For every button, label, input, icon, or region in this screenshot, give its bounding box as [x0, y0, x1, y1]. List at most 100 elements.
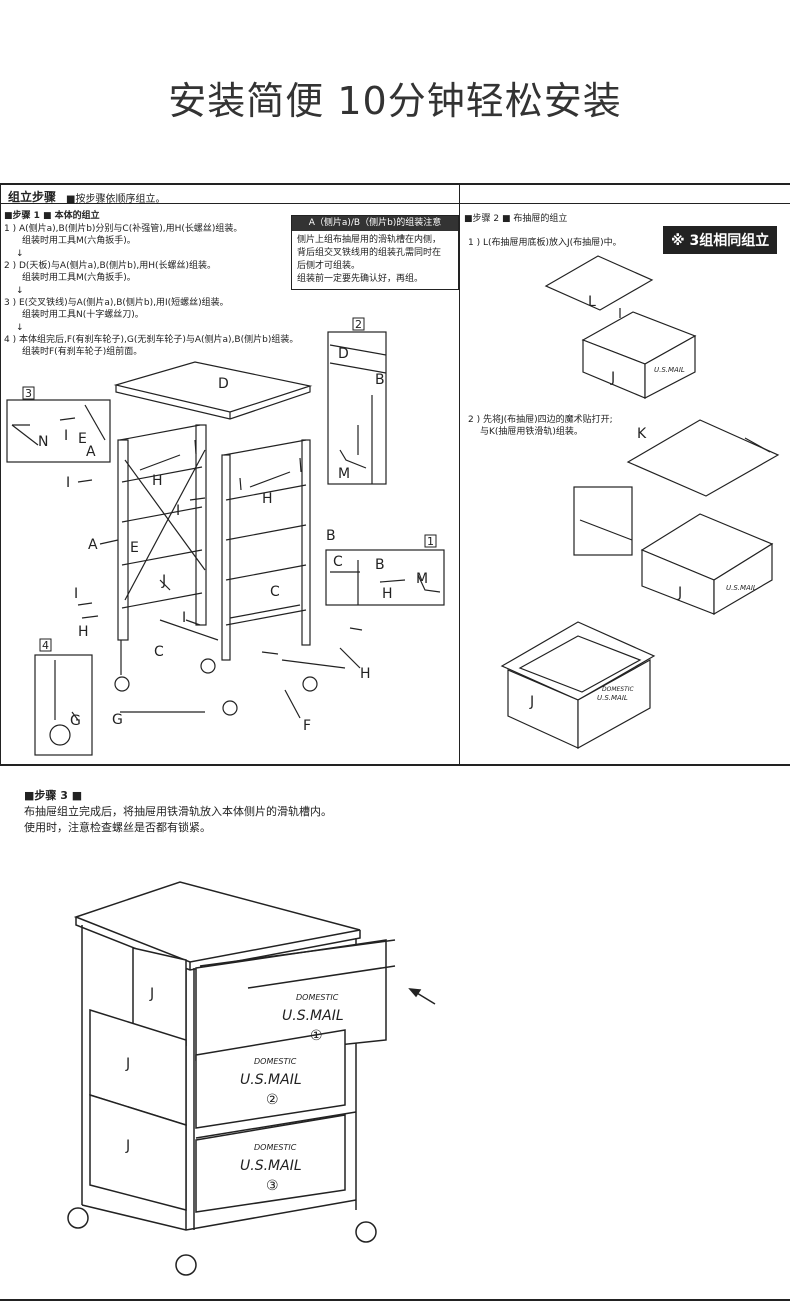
assembly-note-line: 侧片上组布抽屉用的滑轨槽在内侧，	[297, 235, 442, 245]
step1-line-5: 3 ) E(交叉铁线)与A(侧片a),B(侧片b),用I(短螺丝)组装。	[4, 298, 229, 308]
page-title: 安装简便 10分钟轻松安装	[168, 79, 622, 123]
label-j: J	[529, 694, 534, 710]
drawer-number: ①	[310, 1028, 323, 1044]
step3-title: ■步骤 3 ■	[24, 789, 83, 802]
top-divider	[0, 183, 790, 185]
label-j: J	[125, 1056, 130, 1072]
step1-line-8: 组装时F(有刹车轮子)组前面。	[22, 347, 143, 357]
label-i: I	[74, 586, 78, 602]
label-a: A	[86, 444, 96, 460]
label-e: E	[130, 540, 139, 556]
label-d: D	[218, 376, 229, 392]
step1-line-6: 组装时用工具N(十字螺丝刀)。	[22, 310, 144, 320]
callout-number: 1	[427, 535, 434, 548]
label-a: A	[88, 537, 98, 553]
label-h: H	[78, 624, 89, 640]
callout-number: 4	[42, 639, 49, 652]
step1-line-1: 1 ) A(侧片a),B(侧片b)分别与C(补强管),用H(长螺丝)组装。	[4, 224, 243, 234]
label-c: C	[270, 584, 280, 600]
drawer-brand: DOMESTIC	[254, 1057, 297, 1066]
section-header: 组立步骤	[8, 190, 57, 204]
wheel	[67, 1207, 89, 1229]
drawer-print-brand: DOMESTIC	[602, 686, 635, 693]
step1-arrow-3: ↓	[16, 323, 24, 333]
drawer-number: ②	[266, 1092, 279, 1108]
label-j: J	[125, 1138, 130, 1154]
step2-line-1: 1 ) L(布抽屉用底板)放入J(布抽屉)中。	[468, 238, 622, 248]
label-k: K	[637, 426, 647, 442]
section-header-note: ■按步骤依顺序组立。	[66, 194, 166, 205]
assembly-note-line: 背后组交叉铁线用的组装孔需同时在	[297, 248, 442, 258]
cross-wire-e	[124, 459, 206, 571]
label-j: J	[677, 585, 682, 601]
drawer-text: U.S.MAIL	[240, 1072, 302, 1088]
label-i: I	[182, 610, 186, 626]
label-j: J	[161, 573, 166, 589]
label-i: I	[176, 503, 180, 519]
label-h: H	[382, 586, 393, 602]
label-c: C	[333, 554, 343, 570]
label-g: G	[112, 712, 123, 728]
label-b: B	[375, 372, 385, 388]
step1-arrow-1: ↓	[16, 249, 24, 259]
label-e: E	[78, 431, 87, 447]
label-m: M	[338, 466, 350, 482]
label-j: J	[149, 986, 154, 1002]
label-c: C	[154, 644, 164, 660]
label-f: F	[303, 718, 311, 734]
label-b: B	[375, 557, 385, 573]
metal-rail-k	[626, 419, 780, 497]
step2-line-2b: 与K(抽屉用铁滑轨)组装。	[480, 427, 583, 437]
header-divider	[0, 203, 790, 204]
assembly-note-box: A（侧片a)/B（侧片b)的组装注意 侧片上组布抽屉用的滑轨槽在内侧， 背后组交…	[291, 215, 459, 290]
label-h: H	[152, 473, 163, 489]
drawer-number: ③	[266, 1178, 279, 1194]
step3-line-1: 布抽屉组立完成后，将抽屉用铁滑轨放入本体侧片的滑轨槽内。	[24, 805, 332, 818]
bottom-board-l	[544, 255, 654, 311]
drawer-print: U.S.MAIL	[654, 366, 685, 374]
drawer-assembly-diagram: L J K J J U.S.MAIL U.S.MAIL U.S.MAIL DOM…	[500, 255, 780, 750]
step1-line-2: 组装时用工具M(六角扳手)。	[22, 236, 136, 246]
drawer-text: U.S.MAIL	[240, 1158, 302, 1174]
frame-assembly-diagram: 2 3 1 4 D D B M N I E A I H H I A E B J …	[6, 317, 445, 756]
left-border	[0, 183, 1, 765]
drawer-3-side	[89, 1093, 187, 1211]
drawer-print: U.S.MAIL	[597, 694, 628, 702]
step1-arrow-2: ↓	[16, 286, 24, 296]
reinforcement-tube-c	[159, 619, 219, 641]
wheel	[355, 1221, 377, 1243]
step3-line-2: 使用时，注意检查螺丝是否都有锁紧。	[24, 821, 211, 834]
label-d: D	[338, 346, 349, 362]
drawer-2	[195, 1029, 346, 1129]
same-assembly-badge: ※ 3组相同组立	[663, 226, 778, 254]
label-h: H	[360, 666, 371, 682]
assembly-note-title: A（侧片a)/B（侧片b)的组装注意	[292, 216, 458, 231]
label-b: B	[326, 528, 336, 544]
step1-title: ■步骤 1 ■ 本体的组立	[4, 211, 100, 221]
drawer-3	[195, 1114, 346, 1213]
assembly-note-line: 组装前一定要先确认好，再组。	[297, 274, 424, 284]
step2-line-2a: 2 ) 先将J(布抽屉)四边的魔术贴打开;	[468, 415, 613, 425]
label-i: I	[64, 428, 68, 444]
bottom-divider	[0, 1299, 790, 1301]
drawer-brand: DOMESTIC	[254, 1143, 297, 1152]
label-j: J	[610, 370, 615, 386]
label-l: L	[588, 294, 596, 310]
label-i: I	[66, 475, 70, 491]
callout-number: 3	[25, 387, 32, 400]
drawer-brand: DOMESTIC	[296, 993, 339, 1002]
label-n: N	[38, 434, 48, 450]
column-divider	[459, 183, 460, 765]
callout-number: 2	[355, 318, 362, 331]
assembly-note-line: 后侧才可组装。	[297, 261, 361, 271]
wheel	[175, 1254, 197, 1276]
label-g: G	[70, 713, 81, 729]
label-m: M	[416, 571, 428, 587]
drawer-text: U.S.MAIL	[282, 1008, 344, 1024]
section-divider	[0, 764, 790, 766]
drawer-print: U.S.MAIL	[726, 584, 757, 592]
step2-title: ■步骤 2 ■ 布抽屉的组立	[464, 214, 568, 224]
step1-line-3: 2 ) D(天板)与A(侧片a),B(侧片b),用H(长螺丝)组装。	[4, 261, 217, 271]
label-h: H	[262, 491, 273, 507]
